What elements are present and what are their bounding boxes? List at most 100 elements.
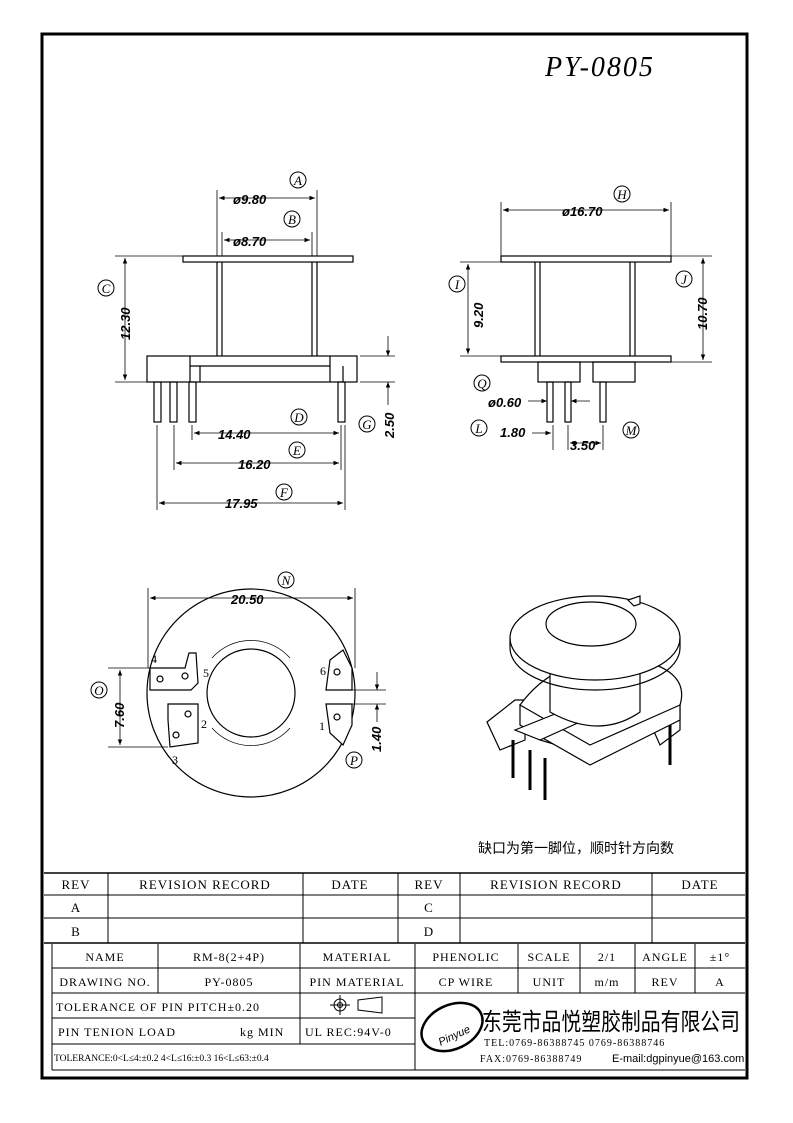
- tolerance-pitch: TOLERANCE OF PIN PITCH±0.20: [56, 1000, 260, 1014]
- pin-number-5: 5: [203, 666, 209, 680]
- callout-d: D: [290, 408, 308, 426]
- dim-j-value: 10.70: [695, 297, 710, 330]
- svg-text:H: H: [616, 187, 627, 202]
- pin-number-3: 3: [172, 753, 178, 767]
- pin-number-1: 1: [319, 719, 325, 733]
- rev-header-date-1: DATE: [331, 877, 368, 892]
- rev-header-record-1: REVISION RECORD: [139, 877, 271, 892]
- isometric-view: [486, 595, 683, 800]
- pin-tension-label: PIN TENION LOAD: [58, 1025, 176, 1039]
- dim-b-value: ø8.70: [233, 234, 267, 249]
- dim-g-value: 2.50: [382, 412, 397, 439]
- svg-text:E: E: [292, 443, 301, 458]
- drawing-no-value: PY-0805: [204, 975, 253, 989]
- bottom-view: [146, 588, 356, 798]
- callout-f: F: [275, 483, 293, 501]
- unit-value: m/m: [594, 975, 619, 989]
- dim-p-value: 1.40: [369, 726, 384, 752]
- callout-q: Q: [473, 374, 491, 392]
- rev-row-c: C: [424, 900, 434, 915]
- callout-o: O: [90, 681, 108, 699]
- dim-d-value: 14.40: [218, 427, 251, 442]
- callout-c: C: [97, 279, 115, 297]
- callout-b: B: [283, 210, 301, 228]
- callout-h: H: [613, 185, 631, 203]
- tolerance-general: TOLERANCE:0<L≤4:±0.2 4<L≤16:±0.3 16<L≤63…: [54, 1054, 269, 1064]
- pin-material-value: CP WIRE: [439, 975, 494, 989]
- rev-row-a: A: [71, 900, 81, 915]
- pin-tension-unit: kg MIN: [240, 1025, 284, 1039]
- svg-text:B: B: [288, 212, 296, 227]
- company-tel: TEL:0769-86388745 0769-86388746: [484, 1038, 665, 1049]
- dim-m-value: 3.50: [570, 438, 596, 453]
- dim-o-value: 7.60: [112, 702, 127, 728]
- rev-header-date-2: DATE: [681, 877, 718, 892]
- svg-text:Q: Q: [477, 376, 487, 391]
- callout-a: A: [289, 171, 307, 189]
- callout-p: P: [345, 751, 363, 769]
- svg-text:L: L: [474, 421, 482, 436]
- callout-n: N: [277, 571, 295, 589]
- svg-text:G: G: [362, 417, 372, 432]
- pin-number-2: 2: [201, 717, 207, 731]
- callout-m: M: [622, 421, 640, 439]
- svg-text:O: O: [94, 683, 104, 698]
- dim-f-value: 17.95: [225, 496, 258, 511]
- scale-value: 2/1: [598, 950, 616, 964]
- pin-number-6: 6: [320, 664, 326, 678]
- company-name: 东莞市品悦塑胶制品有限公司: [482, 1008, 740, 1036]
- dim-l-value: 1.80: [500, 425, 526, 440]
- callout-g: G: [358, 415, 376, 433]
- side-view: [500, 255, 672, 423]
- dim-q-value: ø0.60: [488, 395, 522, 410]
- angle-value: ±1°: [710, 950, 730, 964]
- svg-text:J: J: [681, 272, 688, 287]
- dim-c-value: 12.30: [118, 307, 133, 340]
- pin-number-4: 4: [151, 652, 157, 666]
- svg-text:N: N: [281, 573, 292, 588]
- company-fax: FAX:0769-86388749: [480, 1054, 582, 1065]
- rev-row-b: B: [71, 924, 81, 939]
- dim-h-value: ø16.70: [562, 204, 603, 219]
- rev-row-d: D: [424, 924, 434, 939]
- rev-label: REV: [652, 975, 679, 989]
- drawing-no-label: DRAWING NO.: [59, 975, 150, 989]
- svg-text:M: M: [625, 423, 638, 438]
- rev-value: A: [715, 975, 725, 989]
- drawing-title: PY-0805: [544, 52, 655, 83]
- callout-i: I: [448, 275, 466, 293]
- dim-i-value: 9.20: [471, 302, 486, 328]
- callout-j: J: [675, 270, 693, 288]
- rev-header-rev-1: REV: [62, 877, 91, 892]
- material-value: PHENOLIC: [432, 950, 499, 964]
- dim-n-value: 20.50: [230, 592, 264, 607]
- svg-text:C: C: [102, 281, 111, 296]
- pin-order-note: 缺口为第一脚位，顺时针方向数: [478, 840, 674, 857]
- company-email: E-mail:dgpinyue@163.com: [612, 1053, 744, 1065]
- front-view: [146, 255, 358, 423]
- svg-text:D: D: [293, 410, 304, 425]
- pin-material-label: PIN MATERIAL: [310, 975, 405, 989]
- svg-text:F: F: [279, 485, 289, 500]
- title-block: [51, 944, 745, 1071]
- svg-text:I: I: [454, 277, 460, 292]
- dim-e-value: 16.20: [238, 457, 271, 472]
- svg-text:P: P: [349, 753, 358, 768]
- sheet-border: [40, 32, 749, 1080]
- revision-table: [44, 872, 745, 944]
- material-label: MATERIAL: [323, 950, 392, 964]
- projection-symbol-icon: [330, 995, 383, 1015]
- svg-text:A: A: [293, 173, 302, 188]
- callout-e: E: [288, 441, 306, 459]
- company-logo: Pinyue: [420, 1001, 484, 1053]
- ul-rating: UL REC:94V-0: [305, 1025, 392, 1039]
- rev-header-rev-2: REV: [415, 877, 444, 892]
- angle-label: ANGLE: [642, 950, 688, 964]
- scale-label: SCALE: [527, 950, 570, 964]
- name-label: NAME: [85, 950, 124, 964]
- dim-a-value: ø9.80: [233, 192, 267, 207]
- name-value: RM-8(2+4P): [193, 950, 265, 964]
- callout-l: L: [470, 419, 488, 437]
- unit-label: UNIT: [533, 975, 566, 989]
